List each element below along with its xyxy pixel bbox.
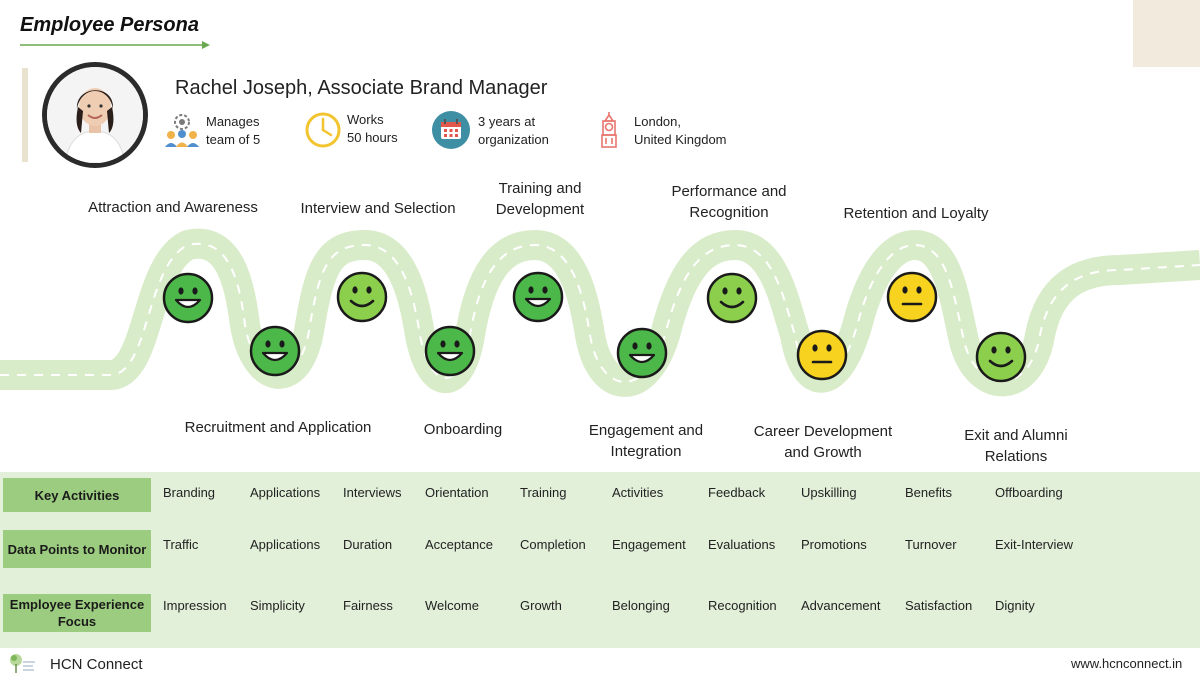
table-cell: Exit-Interview <box>995 537 1074 552</box>
avatar <box>42 62 148 168</box>
table-cell: Branding <box>163 485 216 500</box>
table-cell: Impression <box>163 598 227 613</box>
smiley-face-icon <box>706 272 758 324</box>
neutral-face-icon <box>796 329 848 381</box>
row-header-key-activities: Key Activities <box>3 478 151 512</box>
table-cell: Simplicity <box>250 598 305 613</box>
table-cell: Interviews <box>343 485 402 500</box>
footer-brand: HCN Connect <box>50 656 143 673</box>
table-cell: Satisfaction <box>905 598 973 613</box>
table-cell: Duration <box>343 537 393 552</box>
footer-url[interactable]: www.hcnconnect.in <box>1071 656 1183 671</box>
table-cell: Engagement <box>612 537 686 552</box>
table-cell: Feedback <box>708 485 766 500</box>
title-underline-arrow <box>20 41 210 49</box>
fact-team-line2: team of 5 <box>206 132 261 147</box>
table-cell: Activities <box>612 485 664 500</box>
table-cell: Applications <box>250 537 321 552</box>
neutral-face-icon <box>886 271 938 323</box>
stage-label-retention: Retention and Loyalty <box>843 205 989 222</box>
big-ben-icon <box>601 112 617 148</box>
table-cell: Growth <box>520 598 562 613</box>
smiley-face-icon <box>249 325 301 377</box>
fact-location-line2: United Kingdom <box>634 132 727 147</box>
table-cell: Completion <box>520 537 586 552</box>
table-cell: Acceptance <box>425 537 493 552</box>
smiley-face-icon <box>512 271 564 323</box>
table-cell: Training <box>520 485 567 500</box>
row-header-experience-focus: Employee Experience Focus <box>3 594 151 632</box>
profile-accent-bar <box>22 68 28 162</box>
table-cell: Recognition <box>708 598 777 613</box>
journey-road <box>0 228 1200 397</box>
table-cell: Orientation <box>425 485 489 500</box>
stage-label-exit: Exit and Alumni Relations <box>964 427 1068 465</box>
stage-label-career: Career Development and Growth <box>753 423 893 461</box>
stage-label-interview: Interview and Selection <box>300 200 456 217</box>
smiley-face-icon <box>616 327 668 379</box>
table-cell: Evaluations <box>708 537 776 552</box>
fact-tenure-line2: organization <box>478 132 549 147</box>
corner-decoration <box>1133 0 1200 67</box>
table-cell: Benefits <box>905 485 952 500</box>
table-cell: Fairness <box>343 598 393 613</box>
stage-label-onboarding: Onboarding <box>423 421 503 438</box>
stage-label-performance: Performance and Recognition <box>671 183 787 221</box>
table-cell: Traffic <box>163 537 199 552</box>
table-cell: Promotions <box>801 537 867 552</box>
stage-label-recruitment: Recruitment and Application <box>184 419 372 436</box>
stage-label-attraction: Attraction and Awareness <box>88 199 258 216</box>
hcn-logo-icon <box>10 654 35 673</box>
smiley-face-icon <box>424 325 476 377</box>
fact-location-line1: London, <box>634 114 681 129</box>
table-cell: Turnover <box>905 537 957 552</box>
stage-label-training: Training and Development <box>495 180 585 218</box>
table-cell: Offboarding <box>995 485 1063 500</box>
persona-name: Rachel Joseph, Associate Brand Manager <box>175 77 548 99</box>
fact-tenure-line1: 3 years at <box>478 114 536 129</box>
table-cell: Upskilling <box>801 485 857 500</box>
stage-label-engagement: Engagement and Integration <box>588 422 704 460</box>
smiley-face-icon <box>162 272 214 324</box>
smiley-face-icon <box>336 271 388 323</box>
page-title: Employee Persona <box>20 14 199 36</box>
team-icon <box>165 114 199 147</box>
table-cell: Belonging <box>612 598 670 613</box>
row-header-data-points: Data Points to Monitor <box>3 530 151 568</box>
fact-hours-line2: 50 hours <box>347 130 398 145</box>
calendar-icon <box>432 111 470 149</box>
person-photo-icon <box>47 67 143 163</box>
table-cell: Applications <box>250 485 321 500</box>
fact-hours-line1: Works <box>347 112 384 127</box>
clock-icon <box>305 112 341 148</box>
table-cell: Advancement <box>801 598 881 613</box>
fact-team-line1: Manages <box>206 114 260 129</box>
smiley-face-icon <box>975 331 1027 383</box>
journey-table <box>0 472 1200 648</box>
table-cell: Dignity <box>995 598 1035 613</box>
table-cell: Welcome <box>425 598 479 613</box>
